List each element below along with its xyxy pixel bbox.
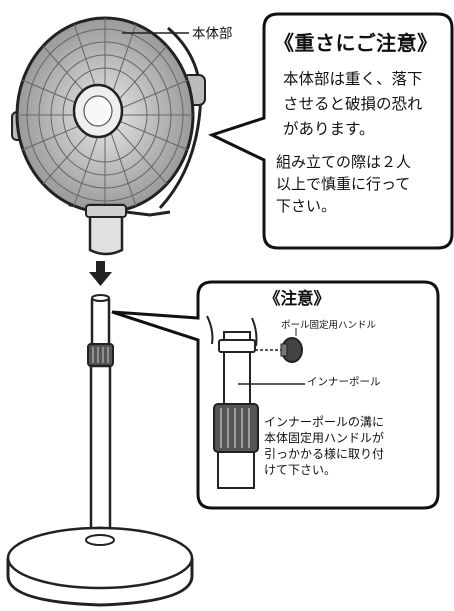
- inner-pole: [90, 296, 111, 348]
- knob-label: ポール固定用ハンドル: [281, 320, 377, 331]
- callout-bottom-title: 《注意》: [264, 289, 330, 308]
- callout-bottom-bubble: [111, 280, 440, 510]
- pole-detail: [206, 315, 305, 489]
- callout-top-warning: 本体部は重く、落下 させると破損の恐れ があります。: [283, 70, 423, 138]
- callout-bottom-instruction: インナーポールの溝に 本体固定用ハンドルが 引っかかる様に取り付 けて下さい。: [264, 415, 385, 477]
- fan-yoke-arm: [158, 26, 203, 210]
- callout-top-instruction: 組み立ての際は２人 以上で慎重に行って 下さい。: [276, 153, 412, 215]
- outer-pole: [89, 364, 112, 538]
- inner-pole-label: インナーポール: [307, 376, 381, 388]
- pole-assembly: [6, 294, 194, 607]
- pole-collar: [87, 343, 114, 367]
- down-arrow-icon: [89, 261, 112, 286]
- fan-head: [11, 16, 206, 256]
- callout-top-bubble: [207, 12, 454, 250]
- main-body-label: 本体部: [192, 26, 233, 42]
- callout-top-title: 《重さにご注意》: [274, 31, 438, 55]
